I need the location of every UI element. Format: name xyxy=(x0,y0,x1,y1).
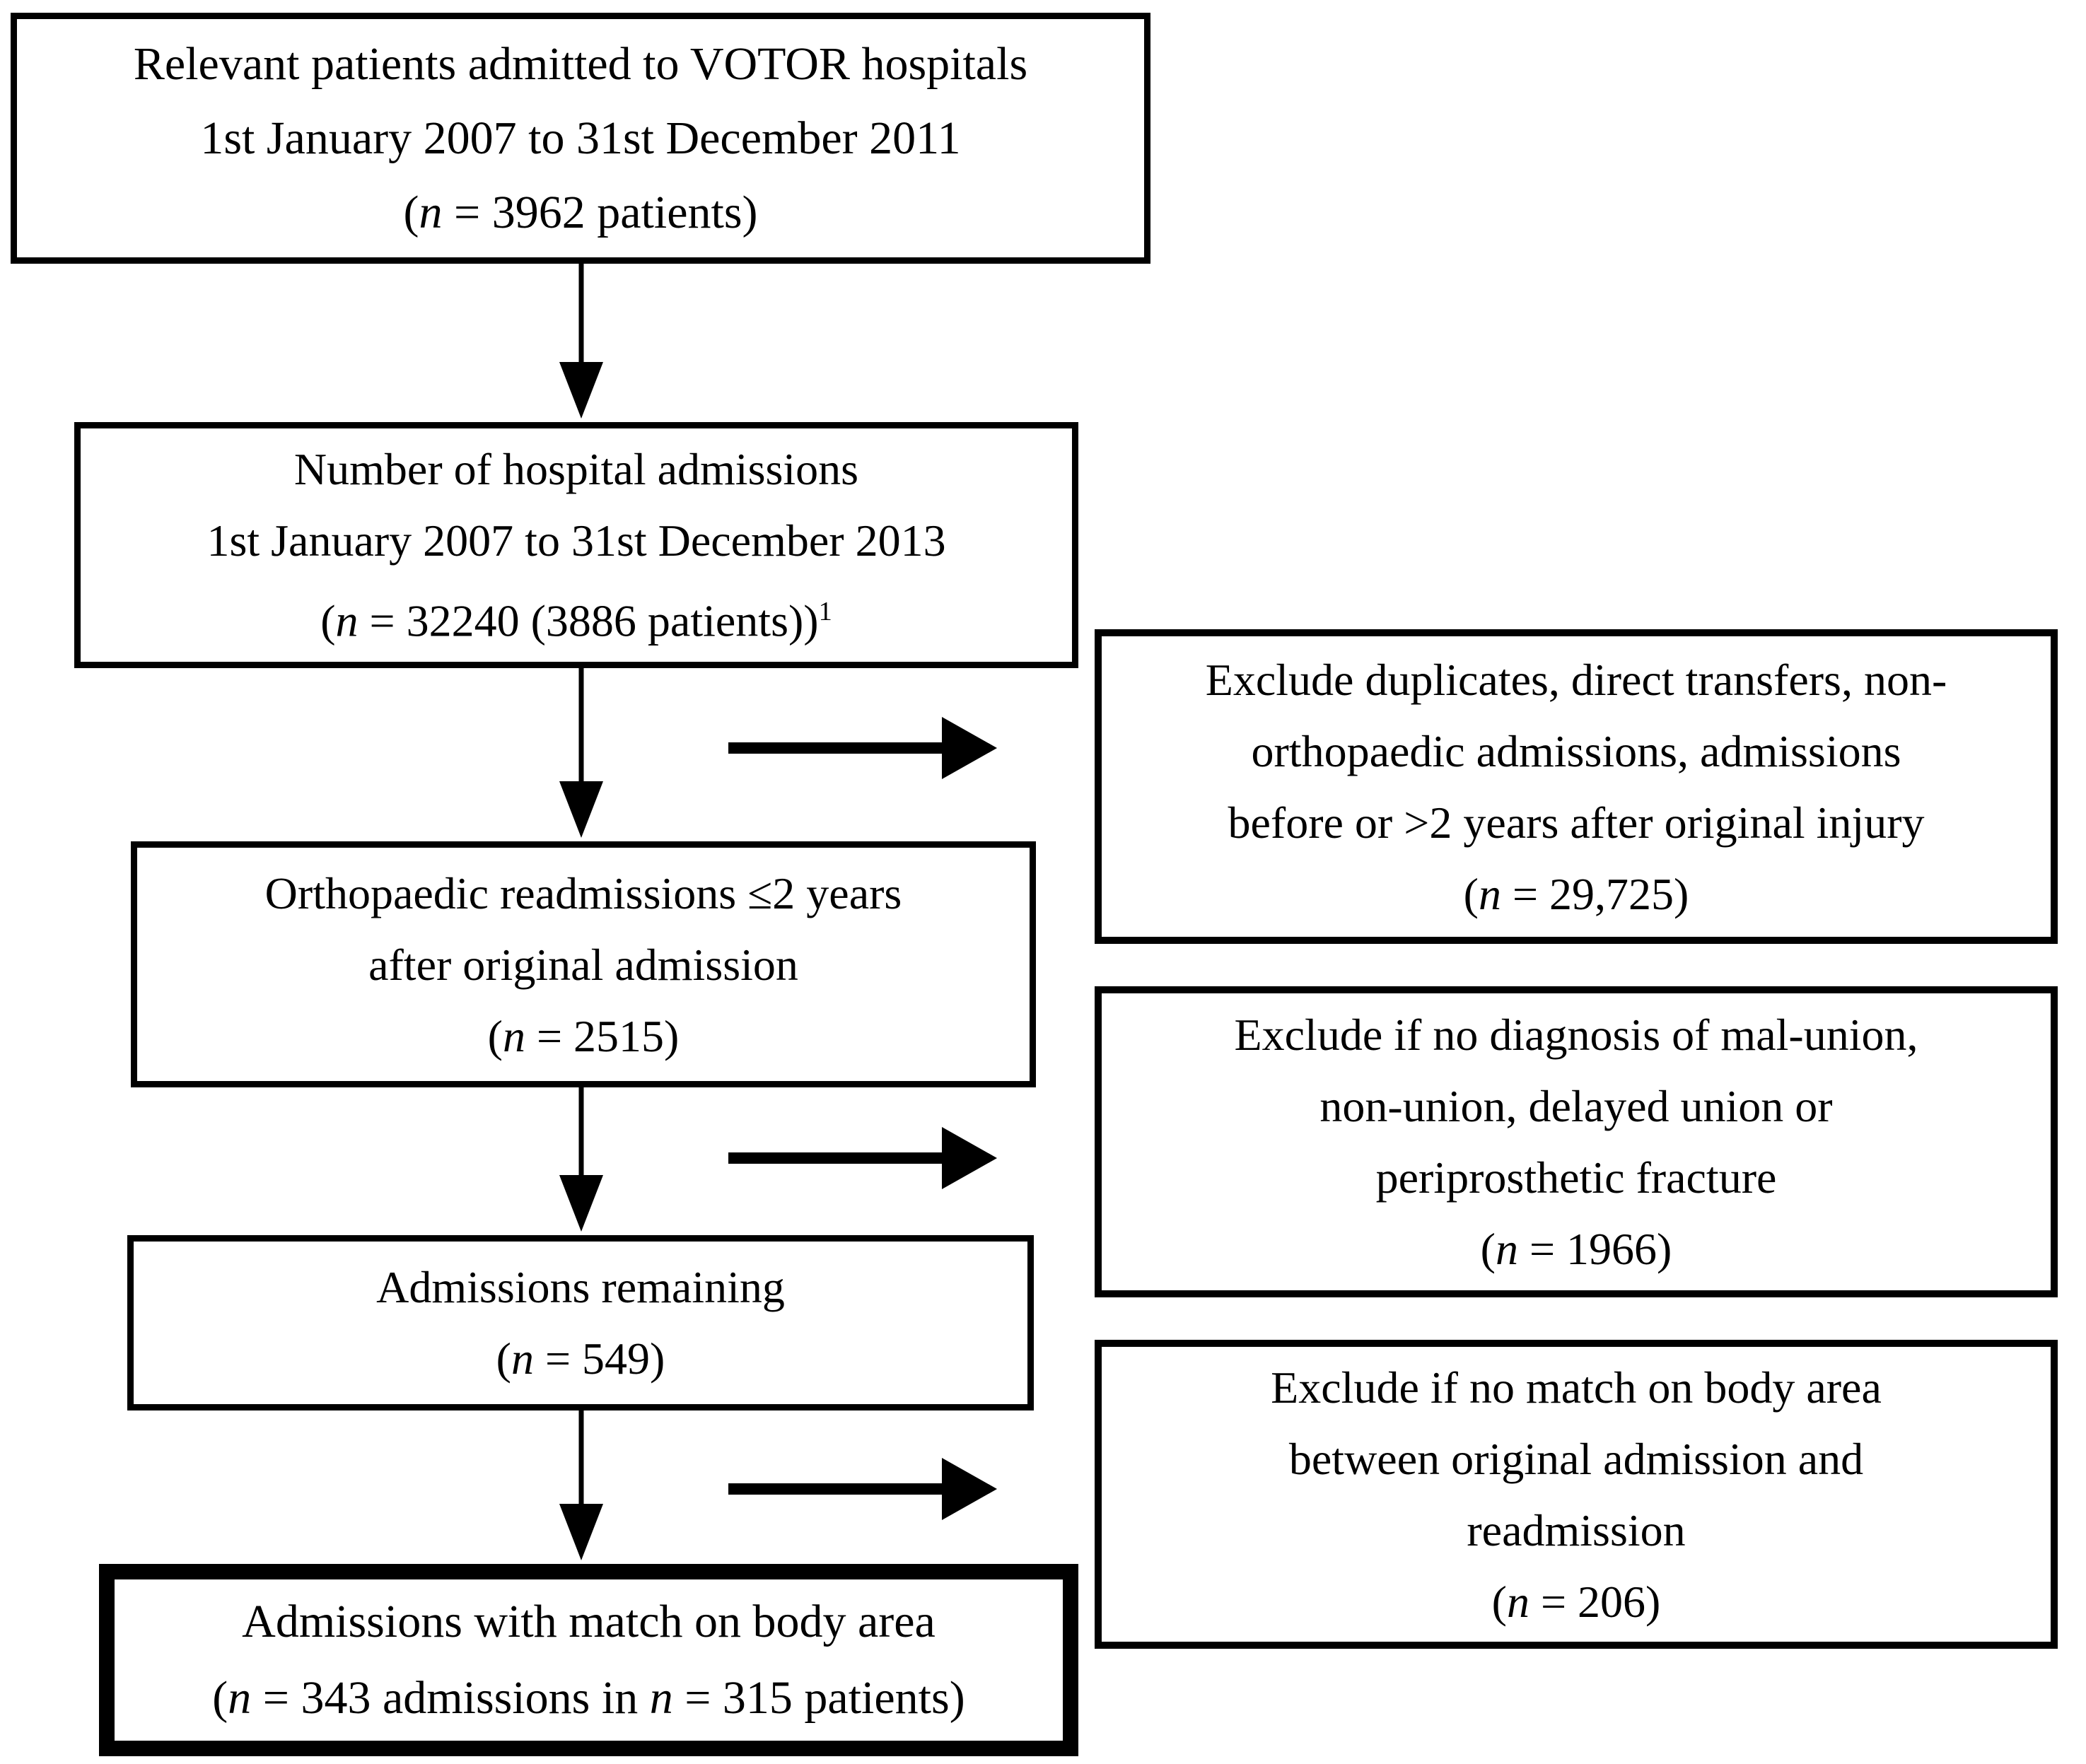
text-line: (n = 3962 patients) xyxy=(403,187,758,238)
text-line: (n = 1966) xyxy=(1480,1224,1672,1274)
text-line: between original admission and xyxy=(1288,1433,1864,1484)
box-exclude-no-body-area-match: Exclude if no match on body area between… xyxy=(1095,1340,2058,1649)
text-line: Relevant patients admitted to VOTOR hosp… xyxy=(133,38,1028,90)
text-line: periprosthetic fracture xyxy=(1375,1152,1777,1203)
text-line: Exclude if no diagnosis of mal-union, xyxy=(1234,1010,1918,1060)
arrow-head xyxy=(559,1504,603,1560)
arrow-right-3 xyxy=(728,1457,997,1521)
text-line: (n = 343 admissions in n = 315 patients) xyxy=(212,1672,965,1724)
arrow-head xyxy=(559,1175,603,1232)
text-line: Orthopaedic readmissions ≤2 years xyxy=(264,868,902,918)
arrow-shaft xyxy=(578,1410,584,1508)
arrow-head xyxy=(559,781,603,838)
text-line: 1st January 2007 to 31st December 2011 xyxy=(200,112,961,164)
text-line: (n = 32240 (3886 patients))1 xyxy=(320,595,832,646)
arrow-shaft xyxy=(728,1483,948,1495)
text-line: (n = 549) xyxy=(496,1333,665,1384)
text-line: (n = 29,725) xyxy=(1463,868,1689,919)
arrow-right-1 xyxy=(728,716,997,780)
arrow-down-1 xyxy=(557,264,606,419)
box-admissions-remaining: Admissions remaining (n = 549) xyxy=(127,1235,1034,1410)
arrow-shaft xyxy=(728,742,948,754)
arrow-shaft xyxy=(578,668,584,785)
text-line: Admissions with match on body area xyxy=(242,1596,936,1647)
box-admissions-with-match: Admissions with match on body area (n = … xyxy=(99,1564,1078,1756)
arrow-head xyxy=(559,362,603,419)
box-hospital-admissions: Number of hospital admissions 1st Januar… xyxy=(74,422,1078,668)
arrow-head xyxy=(942,717,997,779)
arrow-down-4 xyxy=(557,1410,606,1560)
arrow-shaft xyxy=(578,264,584,366)
text-line: orthopaedic admissions, admissions xyxy=(1251,725,1901,776)
text-line: non-union, delayed union or xyxy=(1319,1081,1833,1131)
text-line: (n = 206) xyxy=(1491,1576,1661,1627)
box-exclude-duplicates: Exclude duplicates, direct transfers, no… xyxy=(1095,629,2058,944)
text-line: Admissions remaining xyxy=(376,1262,785,1312)
text-line: readmission xyxy=(1467,1505,1686,1555)
arrow-shaft xyxy=(728,1152,948,1164)
text-line: 1st January 2007 to 31st December 2013 xyxy=(206,515,946,566)
arrow-head xyxy=(942,1127,997,1189)
text-line: Number of hospital admissions xyxy=(293,444,859,495)
text-line: Exclude if no match on body area xyxy=(1271,1362,1882,1413)
arrow-right-2 xyxy=(728,1126,997,1190)
text-line: (n = 2515) xyxy=(487,1010,680,1061)
box-exclude-no-diagnosis: Exclude if no diagnosis of mal-union, no… xyxy=(1095,986,2058,1297)
arrow-down-2 xyxy=(557,668,606,838)
text-line: Exclude duplicates, direct transfers, no… xyxy=(1205,654,1947,705)
text-line: before or >2 years after original injury xyxy=(1228,797,1925,848)
box-relevant-patients: Relevant patients admitted to VOTOR hosp… xyxy=(11,13,1150,264)
arrow-head xyxy=(942,1458,997,1520)
box-orthopaedic-readmissions: Orthopaedic readmissions ≤2 years after … xyxy=(131,841,1036,1087)
arrow-shaft xyxy=(578,1087,584,1179)
text-line: after original admission xyxy=(368,939,798,990)
arrow-down-3 xyxy=(557,1087,606,1232)
